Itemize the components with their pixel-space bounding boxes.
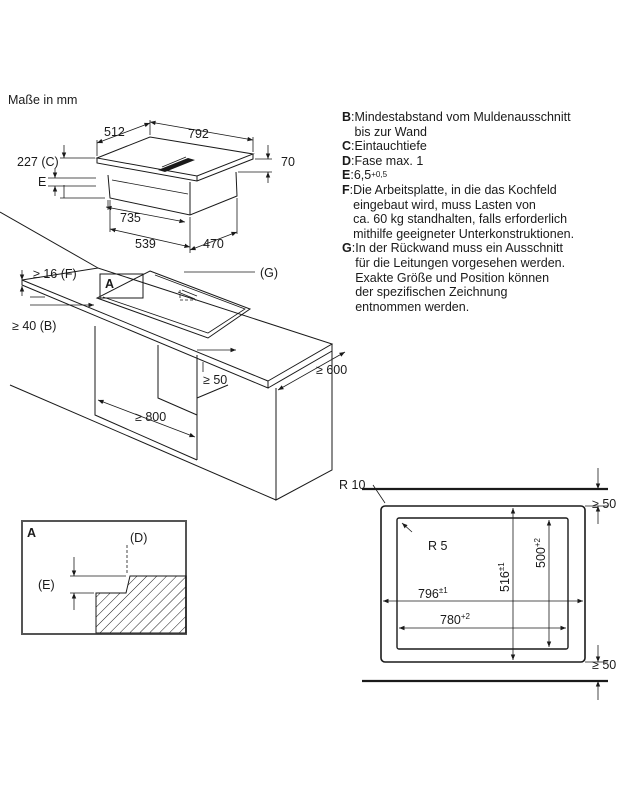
- appliance-drawing: 512 792 227 (C) 70 E 735 539 470: [17, 120, 295, 253]
- dim-e-label: E: [38, 175, 46, 189]
- note-d-key: D: [342, 153, 352, 168]
- dim-796-tol: ±1: [439, 586, 448, 595]
- dim-600-line: [277, 351, 346, 391]
- hob-body: [107, 171, 238, 216]
- note-e-text: 6,5: [353, 168, 372, 183]
- note-f: F: Die Arbeitsplatte, in die das Kochfel…: [342, 183, 622, 241]
- label-b: ≥ 40 (B): [12, 319, 56, 333]
- hob-vent-marks: [177, 289, 198, 300]
- label-gap-bot: ≥ 50: [592, 658, 616, 672]
- label-g: (G): [260, 266, 278, 280]
- cutout-plan: R 10 R 5 ≥ 50 ≥ 50 796±1 780+2 516±1 500…: [339, 468, 616, 700]
- detail-e-label: (E): [38, 578, 55, 592]
- g-cutout-outline: [179, 290, 196, 301]
- label-a: A: [105, 277, 114, 291]
- dim-516-tol: ±1: [497, 562, 506, 571]
- dim-500-value: 500: [534, 547, 548, 568]
- countertop-top: [21, 267, 334, 382]
- label-600: ≥ 600: [316, 363, 347, 377]
- dim-70-label: 70: [281, 155, 295, 169]
- note-b-sep: :: [351, 110, 355, 124]
- dim-792-label: 792: [188, 127, 209, 141]
- dim-470-line: [189, 231, 238, 251]
- dim-780-value: 780: [440, 613, 461, 627]
- countertop-front-face: [21, 280, 269, 389]
- hob-body-line: [111, 179, 189, 195]
- inner-cutout: [396, 517, 569, 650]
- note-f-text: Die Arbeitsplatte, in die das Kochfeld e…: [353, 182, 575, 241]
- wall-back-line: [0, 211, 99, 269]
- vent-slot: [158, 158, 195, 172]
- note-d-sep: :: [351, 153, 355, 168]
- detail-a-title: A: [27, 526, 36, 540]
- note-g-sep: :: [351, 241, 356, 256]
- note-d-text: Fase max. 1: [354, 153, 424, 168]
- note-c-text: Eintauchtiefe: [354, 139, 427, 154]
- label-50: ≥ 50: [203, 373, 227, 387]
- label-r10: R 10: [339, 478, 365, 492]
- notes-legend: B: Mindestabstand vom Muldenausschnitt b…: [342, 110, 622, 314]
- detail-a: A (D) (E): [21, 520, 187, 635]
- dim-780-tol: +2: [461, 612, 471, 621]
- detail-a-box: [99, 273, 144, 299]
- dim-227-label: 227 (C): [17, 155, 59, 169]
- label-r5: R 5: [428, 539, 448, 553]
- countertop-front-edge: [21, 279, 269, 382]
- wall-base: [9, 384, 277, 501]
- note-c-sep: :: [351, 139, 355, 154]
- dim-735-label: 735: [120, 211, 141, 225]
- countertop-cutout: [95, 270, 252, 339]
- r5-leader: [401, 522, 413, 533]
- dim-500-label: 500+2: [533, 537, 548, 568]
- installation-view: (G) A ≥ 16 (F) ≥ 40 (B) ≥ 50 ≥ 600 ≥ 800: [0, 211, 347, 501]
- note-e-key: E: [342, 168, 351, 183]
- note-e-sup: +0,5: [371, 170, 388, 180]
- note-b-key: B: [342, 110, 352, 124]
- dim-796-value: 796: [418, 587, 439, 601]
- detail-countertop-section: [95, 575, 187, 634]
- note-g: G:In der Rückwand muss ein Ausschnitt fü…: [342, 241, 622, 314]
- label-gap-top: ≥ 50: [592, 497, 616, 511]
- detail-d-label: (D): [130, 531, 147, 545]
- label-800: ≥ 800: [135, 410, 166, 424]
- note-g-key: G: [342, 241, 352, 256]
- note-b: B: Mindestabstand vom Muldenausschnitt b…: [342, 110, 622, 139]
- dim-735-line: [105, 205, 186, 224]
- dim-539-label: 539: [135, 237, 156, 251]
- dim-780-label: 780+2: [440, 612, 471, 627]
- cabinet-right-side: [275, 351, 333, 501]
- note-f-key: F: [342, 182, 350, 197]
- hob-glass-top: [95, 136, 255, 177]
- dim-512-line: [96, 122, 151, 144]
- dim-470-label: 470: [203, 237, 224, 251]
- dim-796-label: 796±1: [418, 586, 448, 601]
- note-g-text: In der Rückwand muss ein Ausschnitt für …: [355, 241, 566, 314]
- note-c: C: Eintauchtiefe: [342, 139, 622, 154]
- note-d: D: Fase max. 1: [342, 154, 622, 169]
- dim-516-value: 516: [498, 571, 512, 592]
- note-c-key: C: [342, 139, 352, 154]
- hob-inset: [102, 274, 246, 334]
- vent-line: [161, 156, 187, 168]
- dim-800-line: [97, 399, 196, 438]
- units-label: Maße in mm: [8, 93, 78, 107]
- note-f-sep: :: [349, 182, 354, 197]
- label-f: ≥ 16 (F): [33, 267, 77, 281]
- outer-cutout: [380, 505, 586, 663]
- r10-leader: [372, 484, 386, 504]
- note-b-text: Mindestabstand vom Muldenausschnitt bis …: [354, 110, 571, 139]
- dim-512-label: 512: [104, 125, 125, 139]
- dim-500-tol: +2: [533, 537, 542, 547]
- cabinet-right-front: [196, 355, 229, 460]
- note-e-sep: :: [350, 168, 354, 183]
- cabinet-left: [94, 326, 198, 461]
- dim-539-line: [109, 228, 191, 248]
- dim-792-line: [149, 120, 254, 142]
- note-e: E: 6,5+0,5: [342, 168, 622, 183]
- dim-516-label: 516±1: [497, 562, 512, 592]
